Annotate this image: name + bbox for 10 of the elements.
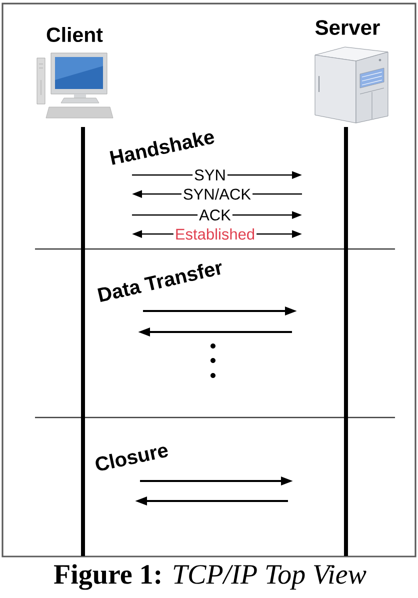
edge-label: ACK (198, 209, 232, 221)
phase-label: Data Transfer (98, 263, 222, 302)
phase-label: Closure (96, 446, 168, 471)
figure-caption: Figure 1: TCP/IP Top View (54, 564, 366, 590)
phase-label: Handshake (110, 132, 214, 165)
participant-label: Server (315, 20, 380, 35)
edge-label: Established (173, 228, 257, 240)
participant-label: Client (46, 27, 103, 42)
edge-label: SYN (192, 169, 228, 181)
edge-label: SYN/ACK (181, 188, 253, 200)
